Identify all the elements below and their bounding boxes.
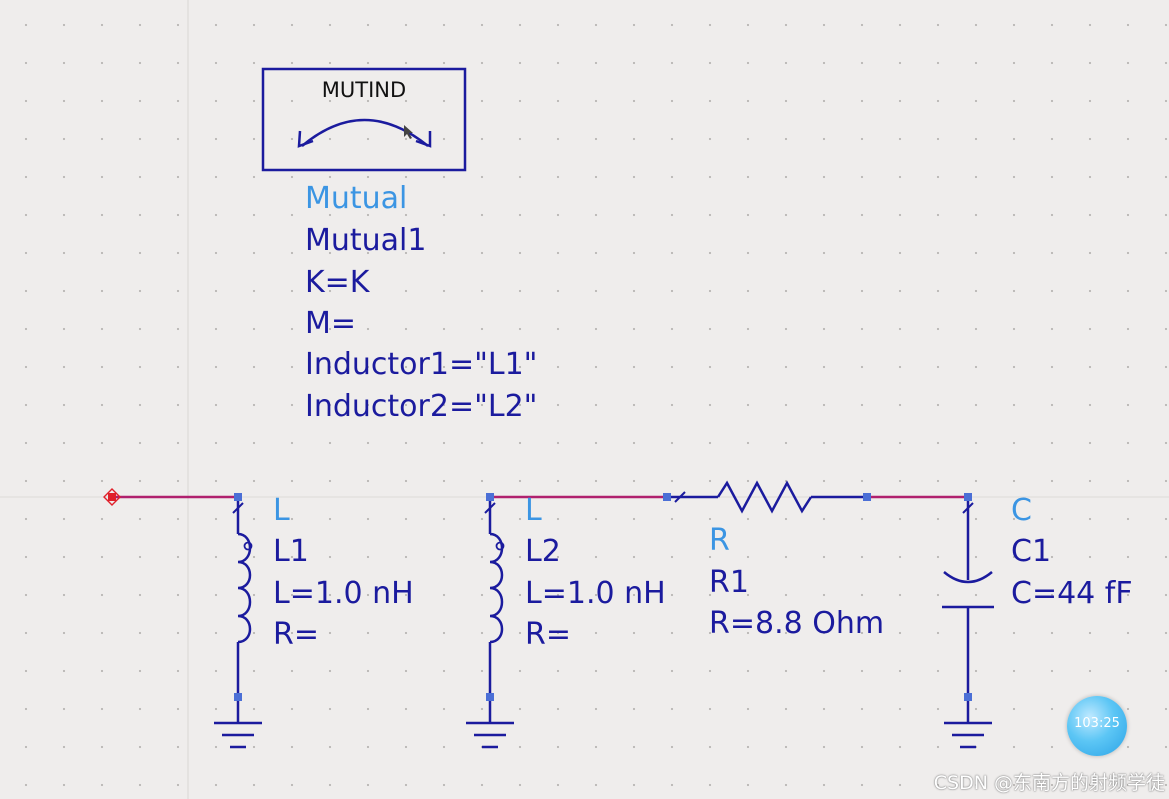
mutind-symbol[interactable] <box>261 67 467 172</box>
l1-instance-label: L1 <box>273 534 309 569</box>
resistor-zigzag-icon <box>716 480 813 514</box>
mutual-param-m: M= <box>305 306 357 341</box>
l1-type-label: L <box>273 493 290 528</box>
inductor-coil-icon <box>489 532 504 644</box>
port-diamond-icon <box>103 488 121 506</box>
mutual-coupling-arc <box>301 118 429 147</box>
r1-instance-label: R1 <box>709 565 749 600</box>
mutual-param-k: K=K <box>305 265 370 300</box>
c1-type-label: C <box>1011 493 1032 528</box>
l2-param-r: R= <box>525 617 571 652</box>
pin-tick <box>484 502 496 514</box>
mutind-box-title: MUTIND <box>321 78 407 102</box>
mutual-param-inductor2: Inductor2="L2" <box>305 389 538 424</box>
capacitor-c1-symbol[interactable] <box>942 501 994 749</box>
l2-instance-label: L2 <box>525 534 561 569</box>
watermark: CSDN @东南方的射频学徒 <box>933 772 1165 794</box>
inductor-coil-icon <box>237 532 252 644</box>
inductor-l2-symbol[interactable] <box>466 501 514 749</box>
pin-square <box>663 493 671 501</box>
pin-tick <box>674 491 686 503</box>
pin-square <box>234 693 242 701</box>
port-terminal[interactable] <box>103 488 121 506</box>
mutual-param-inductor1: Inductor1="L1" <box>305 347 538 382</box>
arrowhead-right-icon <box>415 131 432 148</box>
mouse-cursor-icon <box>404 125 413 139</box>
l2-type-label: L <box>525 493 542 528</box>
mutual-instance-label: Mutual1 <box>305 223 427 258</box>
pin-square <box>964 493 972 501</box>
pin-tick <box>232 502 244 514</box>
pin-square <box>863 493 871 501</box>
pin-tick <box>962 502 974 514</box>
pin-square <box>234 493 242 501</box>
inductor-l1-symbol[interactable] <box>214 501 262 749</box>
pins <box>234 493 972 701</box>
mutind-box <box>261 67 467 172</box>
capacitor-curved-plate-icon <box>943 571 993 584</box>
l1-param-r: R= <box>273 617 319 652</box>
timer-badge-text: 103:25 <box>1074 716 1120 731</box>
timer-badge[interactable]: 103:25 <box>1067 696 1127 756</box>
pin-square <box>486 693 494 701</box>
l2-param-l: L=1.0 nH <box>525 576 666 611</box>
pin-square <box>486 493 494 501</box>
resistor-r1-symbol[interactable] <box>667 480 867 514</box>
r1-param-r: R=8.8 Ohm <box>709 606 885 641</box>
port-square-icon <box>108 493 116 501</box>
r1-type-label: R <box>709 523 730 558</box>
c1-param-c: C=44 fF <box>1011 576 1133 611</box>
l1-param-l: L=1.0 nH <box>273 576 414 611</box>
mutual-type-label: Mutual <box>305 181 408 216</box>
c1-instance-label: C1 <box>1011 534 1052 569</box>
arrowhead-left-icon <box>297 130 314 148</box>
pin-square <box>964 693 972 701</box>
